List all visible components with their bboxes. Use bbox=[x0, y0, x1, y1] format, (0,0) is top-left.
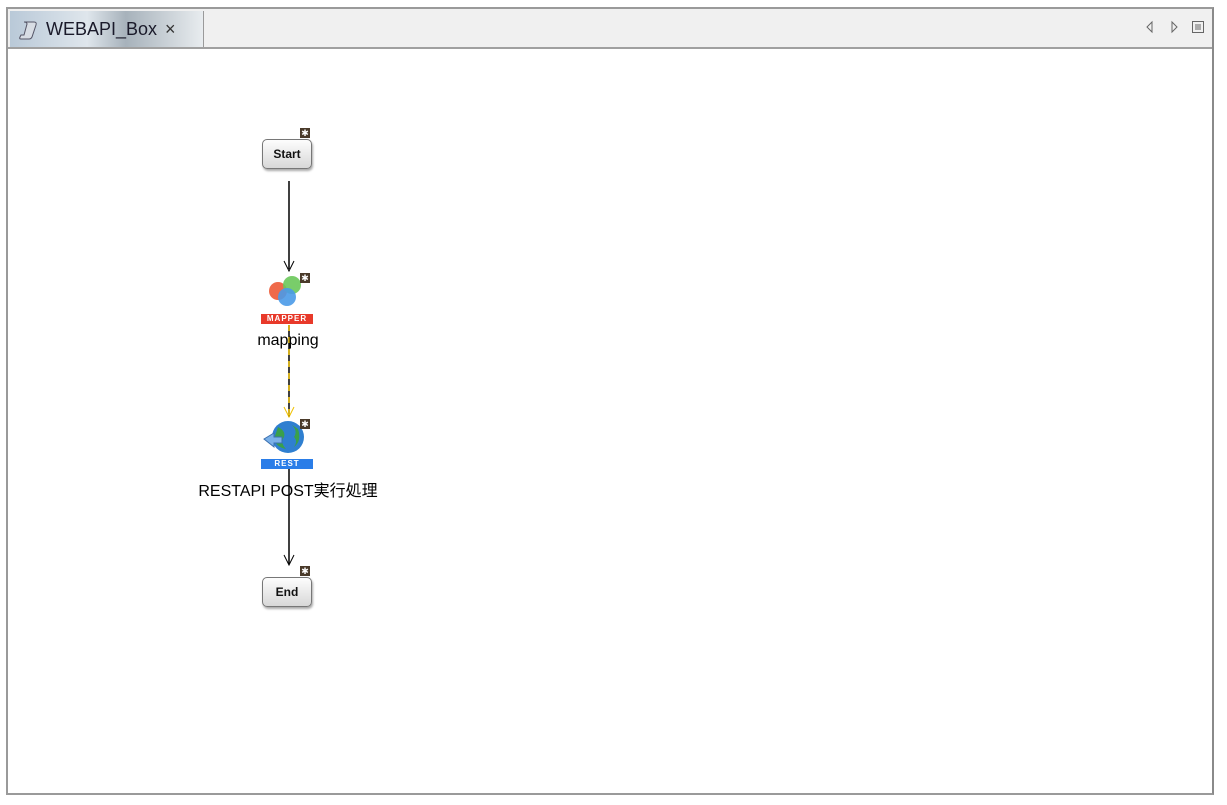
connectors bbox=[283, 181, 295, 567]
tab-label: WEBAPI_Box bbox=[46, 18, 158, 39]
link-mapping-rest bbox=[283, 325, 295, 419]
editor-frame: WEBAPI_Box × Start ✱ bbox=[6, 7, 1214, 795]
link-rest-end bbox=[283, 469, 295, 567]
tab-webapi-box[interactable]: WEBAPI_Box × bbox=[10, 11, 204, 47]
asterisk-badge: ✱ bbox=[300, 566, 310, 576]
mapper-tag: MAPPER bbox=[261, 314, 313, 324]
flow-canvas[interactable]: Start ✱ ✱ MAPPER mapping ✱ REST RESTAPI … bbox=[8, 49, 1212, 793]
mapper-icon[interactable] bbox=[266, 271, 306, 311]
asterisk-badge: ✱ bbox=[300, 273, 310, 283]
link-start-mapping bbox=[283, 181, 295, 273]
script-icon bbox=[19, 21, 37, 40]
tab-bar: WEBAPI_Box × bbox=[8, 9, 1212, 49]
start-node[interactable]: Start bbox=[262, 139, 312, 169]
rest-label: RESTAPI POST実行処理 bbox=[198, 483, 378, 500]
asterisk-badge: ✱ bbox=[300, 128, 310, 138]
previous-icon[interactable] bbox=[1142, 19, 1158, 35]
close-icon[interactable]: × bbox=[165, 18, 176, 39]
mapping-label: mapping bbox=[257, 332, 319, 349]
list-icon[interactable] bbox=[1190, 19, 1206, 35]
rest-globe-icon[interactable] bbox=[262, 419, 306, 459]
rest-tag: REST bbox=[261, 459, 313, 469]
end-node[interactable]: End bbox=[262, 577, 312, 607]
next-icon[interactable] bbox=[1166, 19, 1182, 35]
asterisk-badge: ✱ bbox=[300, 419, 310, 429]
